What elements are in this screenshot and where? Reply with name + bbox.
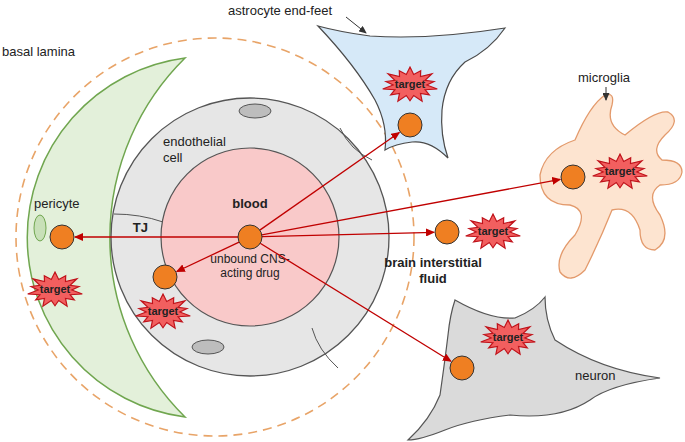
microglia-shape	[540, 94, 682, 278]
target-star: target	[480, 320, 536, 356]
blood-circle	[161, 148, 339, 326]
microglia-cell: microgliatarget	[525, 88, 685, 288]
node-label: target	[27, 283, 83, 296]
target-star: target	[382, 67, 438, 103]
leader-arrow	[346, 17, 366, 33]
node-label: unbound CNS-acting drug	[200, 252, 300, 281]
target-star: target	[135, 294, 191, 330]
node-outline	[160, 147, 340, 327]
lamina-outline	[16, 38, 414, 436]
node-label: target	[480, 331, 536, 344]
node-label: neuron	[575, 368, 615, 384]
endothelial-nucleus	[192, 340, 224, 354]
cell-junction	[340, 128, 372, 160]
target-star: target	[592, 154, 648, 190]
neuron-shape	[408, 297, 660, 440]
cell-junction	[312, 328, 338, 368]
node-label: target	[592, 165, 648, 178]
target-star	[481, 320, 536, 354]
node-label: target	[382, 78, 438, 91]
blood-lumen: blood unbound CNS-acting drug	[160, 147, 340, 327]
node-outline	[400, 290, 665, 442]
target-star	[383, 67, 438, 101]
drug-molecule	[435, 220, 459, 244]
node-label: target	[135, 305, 191, 318]
node-label: astrocyte end-feet	[228, 3, 332, 19]
astrocyte-cell: astrocyte end-feettarget	[300, 15, 510, 165]
target-star	[28, 272, 83, 306]
node-label: basal lamina	[2, 44, 75, 60]
node-outline	[525, 88, 685, 288]
edge-label: TJ	[133, 220, 148, 235]
node-label: blood	[200, 196, 300, 212]
target-star: target	[465, 214, 521, 250]
astrocyte-shape	[318, 26, 505, 158]
target-star: target	[27, 272, 83, 308]
region-label: brain interstitial fluid	[384, 255, 482, 286]
neuron-cell: neuron target	[400, 290, 665, 442]
endothelial-nucleus	[239, 104, 271, 118]
node-label: target	[465, 225, 521, 238]
target-star	[593, 154, 648, 188]
basal-lamina: basal laminapericytetargetendothelial ce…	[15, 37, 415, 437]
pericyte-nucleus	[34, 215, 46, 241]
endothelial-cell: endothelial cellbloodunbound CNS-acting …	[110, 97, 390, 377]
node-label: pericyte	[34, 196, 80, 212]
endothelial-ring	[111, 98, 389, 376]
target-star	[136, 294, 191, 328]
node-label: microglia	[578, 70, 630, 86]
target-star	[466, 214, 521, 248]
